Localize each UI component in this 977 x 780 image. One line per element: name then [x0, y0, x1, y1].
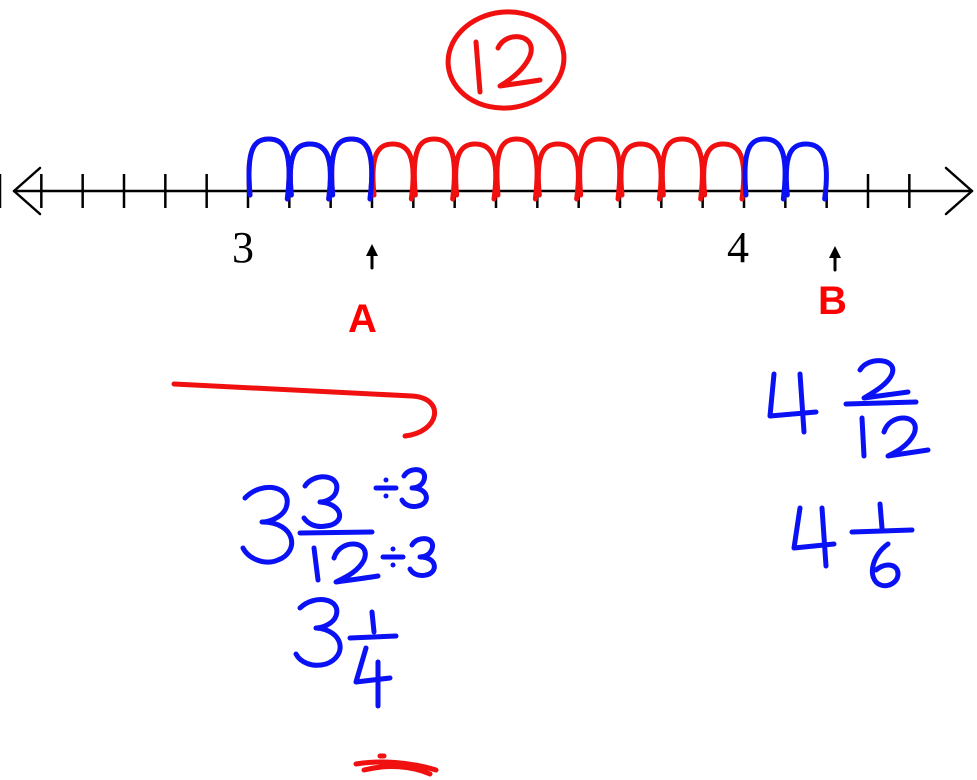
up-arrow-icon [829, 246, 841, 258]
fraction-bar [849, 527, 915, 535]
handwritten-digit-four [819, 505, 829, 569]
hop-loops [246, 136, 829, 202]
scribble-mark [353, 753, 439, 777]
handwritten-digit-one [859, 415, 867, 459]
handwritten-digit-two [495, 34, 543, 89]
circled-twelve [445, 9, 567, 111]
point-b-marker: B [818, 246, 847, 323]
circle-mark [445, 9, 567, 111]
division-dot [383, 493, 389, 499]
right-arrow-icon [944, 166, 974, 216]
blue-hop-loop [783, 141, 829, 202]
divide-by-three-top [373, 467, 429, 509]
division-dot [390, 562, 396, 568]
handwritten-numerator-three [301, 474, 343, 529]
point-b-working [767, 358, 931, 589]
handwritten-digit-four [797, 371, 807, 435]
handwritten-digit-four [353, 645, 393, 685]
handwritten-digit-three [293, 597, 343, 668]
handwritten-digit-two [331, 541, 381, 585]
point-a-marker: A [348, 244, 378, 341]
point-a-working [240, 467, 437, 709]
mixed-number-4-1-6 [791, 501, 915, 589]
handwritten-numerator-one [877, 501, 885, 531]
division-dot [383, 477, 389, 483]
handwritten-digit-two [881, 415, 931, 459]
mixed-number-3-1-4 [293, 597, 399, 709]
mixed-number-3-3-12 [240, 474, 381, 585]
end-label: 4 [727, 223, 749, 272]
left-arrow-icon [12, 166, 42, 216]
up-arrow-icon [366, 244, 378, 256]
divide-by-three-bottom [380, 536, 437, 578]
start-label: 3 [232, 223, 254, 272]
fraction-bar [347, 633, 399, 641]
mixed-number-4-2-12 [767, 358, 931, 459]
handwritten-numerator-two [857, 358, 911, 401]
handwritten-digit-four [767, 371, 819, 419]
handwritten-digit-three [240, 485, 295, 565]
handwritten-digit-six [870, 541, 901, 589]
blue-hop-loop [329, 136, 375, 202]
division-dot [390, 546, 396, 552]
point-b-label: B [818, 279, 847, 323]
handwritten-digit-four [791, 505, 837, 551]
point-a-label: A [348, 297, 377, 341]
handwritten-digit-one [473, 39, 483, 95]
handwritten-digit-three [407, 536, 437, 578]
handwritten-digit-one [311, 545, 321, 583]
handwritten-digit-three [399, 467, 429, 509]
fraction-bar [297, 529, 375, 536]
fraction-bar [843, 399, 919, 407]
hand-stroke [171, 381, 438, 439]
handwritten-numerator-one [369, 609, 377, 635]
